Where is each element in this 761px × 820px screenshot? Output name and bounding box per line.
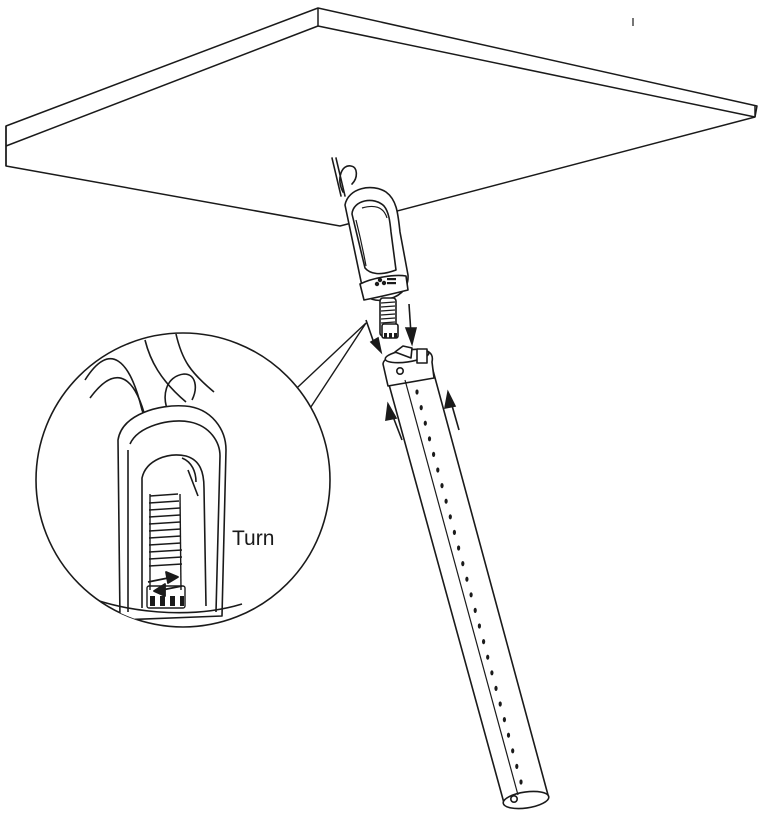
- up-arrows: [385, 389, 460, 441]
- tube-hole: [486, 654, 490, 660]
- tube-hole: [469, 592, 473, 598]
- turn-label: Turn: [232, 527, 274, 550]
- mount-bracket: [344, 186, 409, 339]
- tube-hole: [490, 670, 494, 676]
- ceiling-panel: [5, 7, 758, 227]
- tube-hole: [415, 389, 419, 395]
- tube-hole: [482, 639, 486, 645]
- tube-holes: [415, 389, 523, 785]
- tube-hole: [494, 685, 498, 692]
- tube-hole: [515, 763, 519, 770]
- tube-hole: [452, 529, 456, 536]
- tube-hole: [436, 467, 440, 473]
- tube-hole: [444, 498, 448, 504]
- tube-hole: [461, 561, 465, 567]
- tube-hole: [419, 405, 423, 411]
- tube-hole: [423, 420, 427, 426]
- ceiling-hook: [331, 157, 358, 197]
- tube-hole: [465, 576, 469, 582]
- light-tube: [382, 345, 550, 810]
- tube-hole: [506, 732, 511, 738]
- tube-hole: [498, 701, 502, 707]
- tube-hole: [427, 436, 432, 442]
- tube-hole: [448, 514, 452, 520]
- tube-hole: [519, 779, 523, 785]
- down-arrows: [365, 303, 418, 355]
- tube-hole: [473, 607, 477, 614]
- tube-hole: [477, 623, 481, 629]
- tube-hole: [440, 483, 444, 489]
- tube-hole: [502, 717, 506, 723]
- tube-hole: [432, 451, 436, 457]
- detail-callout: [35, 332, 331, 628]
- tube-hole: [457, 545, 461, 551]
- tube-hole: [511, 748, 515, 754]
